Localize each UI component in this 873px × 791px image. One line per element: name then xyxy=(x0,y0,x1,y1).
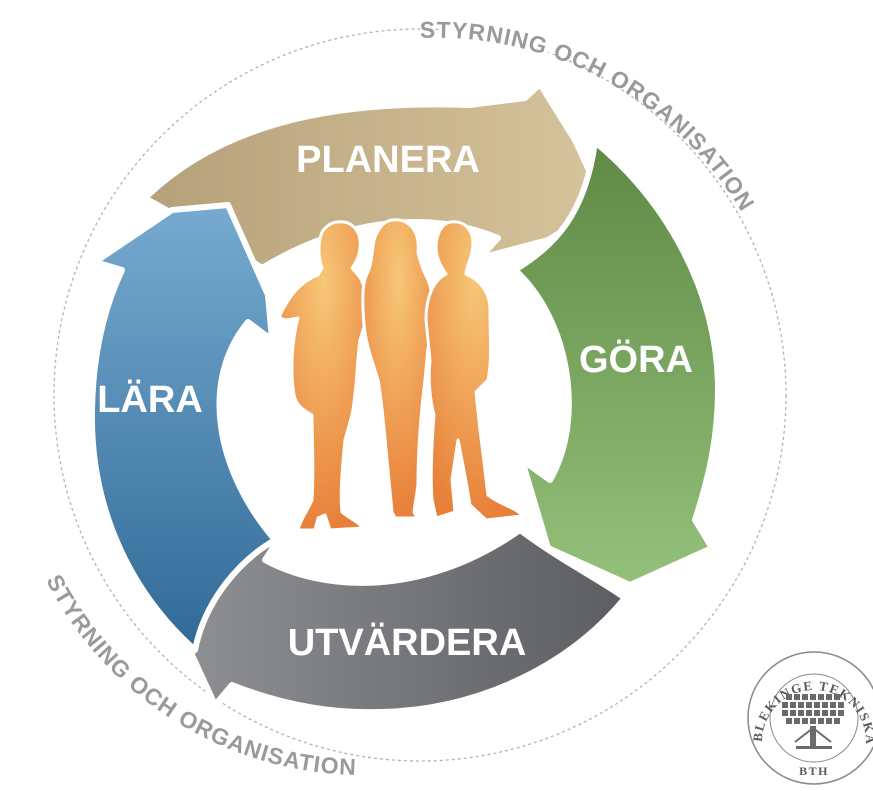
person-right xyxy=(424,220,524,522)
people-silhouette xyxy=(278,218,524,532)
logo-tree-icon xyxy=(782,694,844,749)
label-gora: GÖRA xyxy=(579,338,693,381)
label-lara: LÄRA xyxy=(97,378,203,421)
label-planera: PLANERA xyxy=(296,139,480,181)
outer-dashed-ring xyxy=(53,28,787,762)
person-left xyxy=(278,220,369,532)
logo-short-text: BTH xyxy=(799,764,829,778)
arrow-lara: LÄRA xyxy=(88,202,278,653)
person-middle xyxy=(361,218,435,520)
label-utvardera: UTVÄRDERA xyxy=(288,621,527,664)
arrow-gora: GÖRA xyxy=(512,139,721,588)
arrow-utvardera: UTVÄRDERA xyxy=(189,527,628,716)
logo-inner-circle xyxy=(769,673,859,763)
